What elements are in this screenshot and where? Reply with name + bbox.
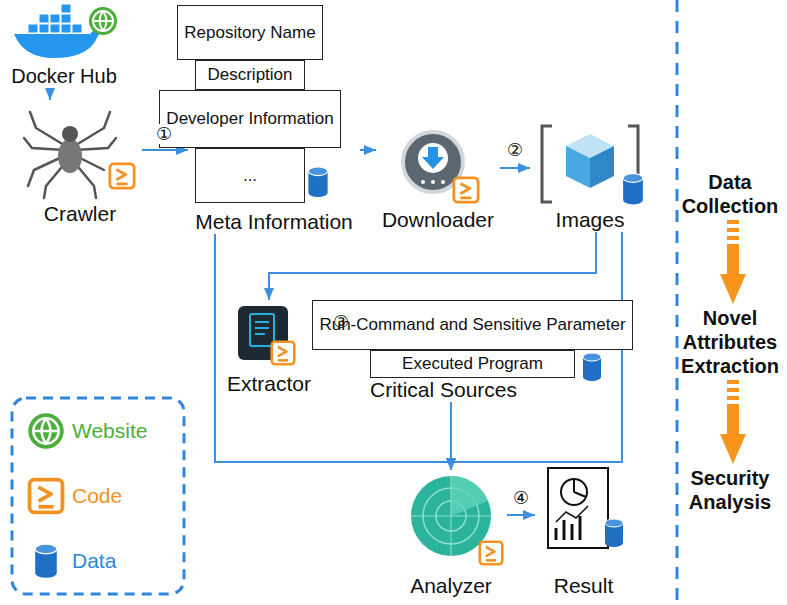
docker-hub-icon — [14, 4, 117, 58]
callout-number: ③ — [332, 312, 350, 332]
extractor-icon — [238, 306, 294, 364]
flow-arrow — [360, 149, 376, 151]
flow-arrow — [450, 402, 452, 470]
result-node: Result — [535, 462, 632, 598]
legend-entry: Code — [24, 471, 122, 521]
node-label: Extractor — [227, 372, 311, 396]
extractor-node: Extractor — [222, 300, 316, 396]
legend-label: Code — [72, 484, 122, 508]
code-badge — [480, 542, 503, 565]
crawler-spider-icon — [24, 112, 134, 198]
flow-arrow — [49, 88, 51, 100]
flow-arrow — [500, 167, 530, 169]
code-icon — [30, 480, 63, 513]
cell-text: Executed Program — [402, 354, 543, 374]
node-label: Downloader — [382, 208, 494, 232]
table-row: Run-Command and Sensitive Parameter — [312, 300, 633, 350]
legend-entry: Data — [24, 536, 116, 586]
callout-number: ④ — [513, 487, 529, 508]
code-icon — [24, 474, 68, 518]
table-row: Executed Program — [370, 350, 575, 378]
downloader-icon — [403, 132, 478, 202]
critical-sources-table: Critical SourcesRun-Command and Sensitiv… — [366, 298, 580, 402]
result-report-icon — [548, 468, 623, 548]
node-label: Images — [556, 208, 625, 232]
cell-text: Run-Command and Sensitive Parameter — [319, 315, 625, 335]
data-icon — [24, 539, 68, 583]
stage-label: Data Collection — [675, 168, 785, 220]
section-divider — [676, 0, 679, 605]
data-cylinder — [583, 353, 601, 381]
analyzer-node: Analyzer — [395, 470, 507, 598]
table-row: ... — [195, 148, 305, 203]
crawler-node: Crawler — [18, 100, 142, 226]
cell-text: Repository Name — [184, 23, 315, 43]
data-icon — [35, 544, 57, 578]
code-badge — [110, 164, 134, 188]
legend-entry: Website — [24, 406, 147, 456]
data-cylinder — [308, 167, 327, 197]
table-row: Developer Information — [159, 90, 341, 148]
flow-arrow — [269, 232, 596, 300]
callout-number: ③ — [333, 311, 349, 332]
stage-label: Security Analysis — [675, 464, 785, 516]
stage-text: Security Analysis — [675, 466, 785, 514]
stage-text: Data Collection — [675, 170, 785, 218]
legend-label: Website — [72, 419, 147, 443]
stage-text: Novel Attributes Extraction — [675, 306, 785, 378]
code-badge — [454, 178, 478, 202]
images-icon — [542, 126, 643, 204]
website-icon — [89, 7, 117, 35]
docker-hub-node: Docker Hub — [4, 2, 124, 88]
cell-text: Description — [207, 65, 292, 85]
callout-number: ④ — [512, 488, 530, 508]
data-cylinder — [623, 174, 643, 205]
node-label: Docker Hub — [11, 65, 117, 88]
cell-text: ... — [243, 166, 257, 186]
table-row: Description — [195, 60, 305, 90]
code-badge — [272, 342, 295, 365]
legend-label: Data — [72, 549, 116, 573]
legend-frame — [12, 398, 184, 594]
node-label: Meta Information — [195, 210, 353, 234]
website-icon — [28, 413, 63, 448]
node-label: Crawler — [44, 202, 116, 226]
callout-number: ② — [507, 139, 523, 160]
node-label: Result — [554, 574, 614, 598]
callout-number: ② — [506, 140, 524, 160]
flow-arrow — [507, 514, 535, 516]
cell-text: Developer Information — [166, 109, 333, 129]
data-cylinder — [605, 519, 623, 547]
stage-arrow — [727, 220, 739, 304]
downloader-node: Downloader — [376, 118, 500, 232]
website-icon — [24, 409, 68, 453]
callout-number: ① — [156, 123, 172, 144]
table-row: Repository Name — [177, 5, 323, 60]
meta-information-table: Meta InformationRepository NameDescripti… — [188, 2, 360, 234]
node-label: Critical Sources — [370, 378, 517, 402]
node-label: Analyzer — [410, 574, 492, 598]
stage-label: Novel Attributes Extraction — [675, 304, 785, 380]
images-node: Images — [530, 118, 650, 232]
analyzer-radar-icon — [411, 476, 502, 564]
flow-arrow — [142, 149, 188, 151]
stage-arrow — [727, 380, 739, 464]
callout-number: ① — [155, 124, 173, 144]
